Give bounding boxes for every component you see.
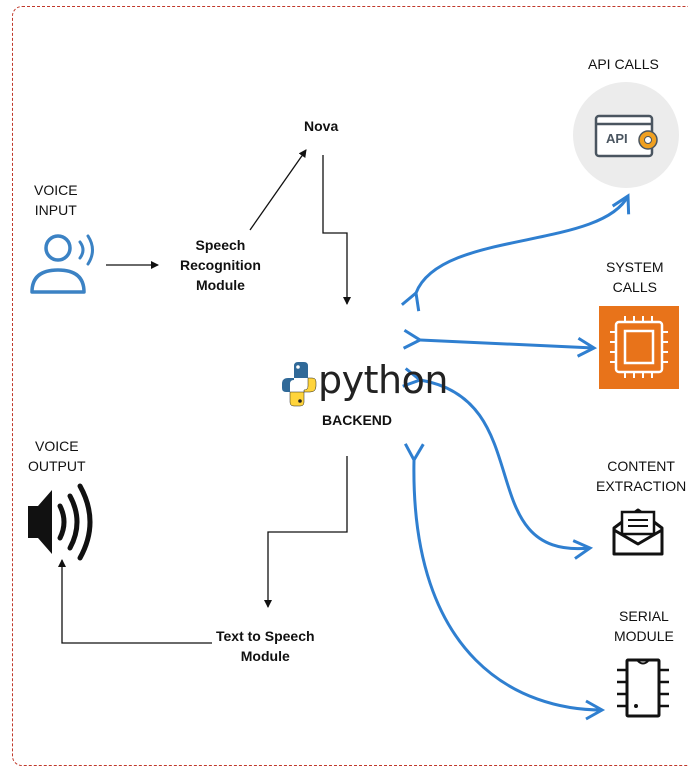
system-calls-line-1: SYSTEM [606,259,664,275]
speech-recognition-label: Speech Recognition Module [180,235,261,295]
nova-label: Nova [304,118,339,134]
serial-module-label: SERIAL MODULE [614,606,674,646]
backend-label: BACKEND [322,412,392,428]
content-line-2: EXTRACTION [596,478,687,494]
api-calls-label: API CALLS [588,56,659,72]
tts-line-1: Text to Speech [216,628,315,644]
serial-line-2: MODULE [614,628,674,644]
voice-input-line-1: VOICE [34,182,78,198]
voice-output-line-1: VOICE [34,438,79,454]
arrow-nova-to-backend [322,155,351,305]
arrow-speech-to-nova [249,149,307,231]
system-calls-line-2: CALLS [612,279,657,295]
voice-output-line-2: OUTPUT [28,458,86,474]
content-line-1: CONTENT [607,458,675,474]
speaker-icon [28,483,93,561]
arrow-tts-to-voice-output [58,559,212,644]
envelope-icon [612,508,664,556]
tts-label: Text to Speech Module [216,626,315,666]
voice-input-line-2: INPUT [34,202,77,218]
arrow-backend-api [400,193,631,312]
system-calls-label: SYSTEM CALLS [606,257,664,297]
speech-line-3: Module [195,277,245,293]
arrow-backend-content [402,367,594,560]
voice-input-label: VOICE INPUT [34,180,78,220]
python-wordmark: python [318,358,448,402]
content-extraction-label: CONTENT EXTRACTION [596,456,686,496]
serial-line-1: SERIAL [619,608,669,624]
person-voice-icon [30,234,94,294]
ic-chip-icon [617,658,669,718]
speech-line-2: Recognition [180,257,261,273]
cpu-chip-icon [599,306,679,389]
arrow-backend-system [402,329,598,358]
arrow-backend-to-tts [264,456,348,608]
api-gear-icon [573,82,679,188]
python-logo-icon [282,362,317,407]
voice-output-label: VOICE OUTPUT [28,436,86,476]
api-badge-text: API [606,131,628,146]
speech-line-1: Speech [195,237,246,253]
tts-line-2: Module [240,648,290,664]
arrow-backend-serial [403,443,606,721]
